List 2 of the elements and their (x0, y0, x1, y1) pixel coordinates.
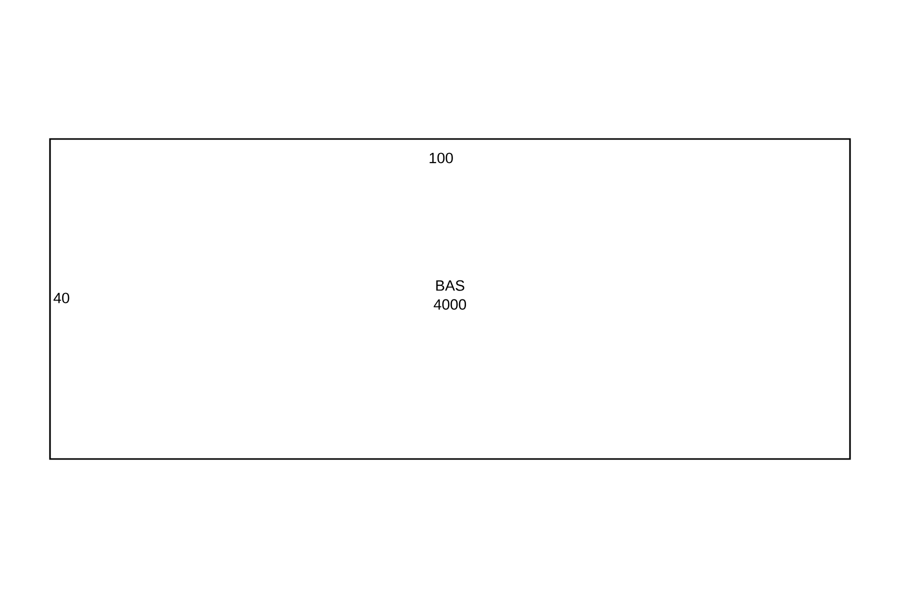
dimension-label: 40 (54, 292, 70, 304)
dimension-label: 100 (430, 152, 453, 164)
